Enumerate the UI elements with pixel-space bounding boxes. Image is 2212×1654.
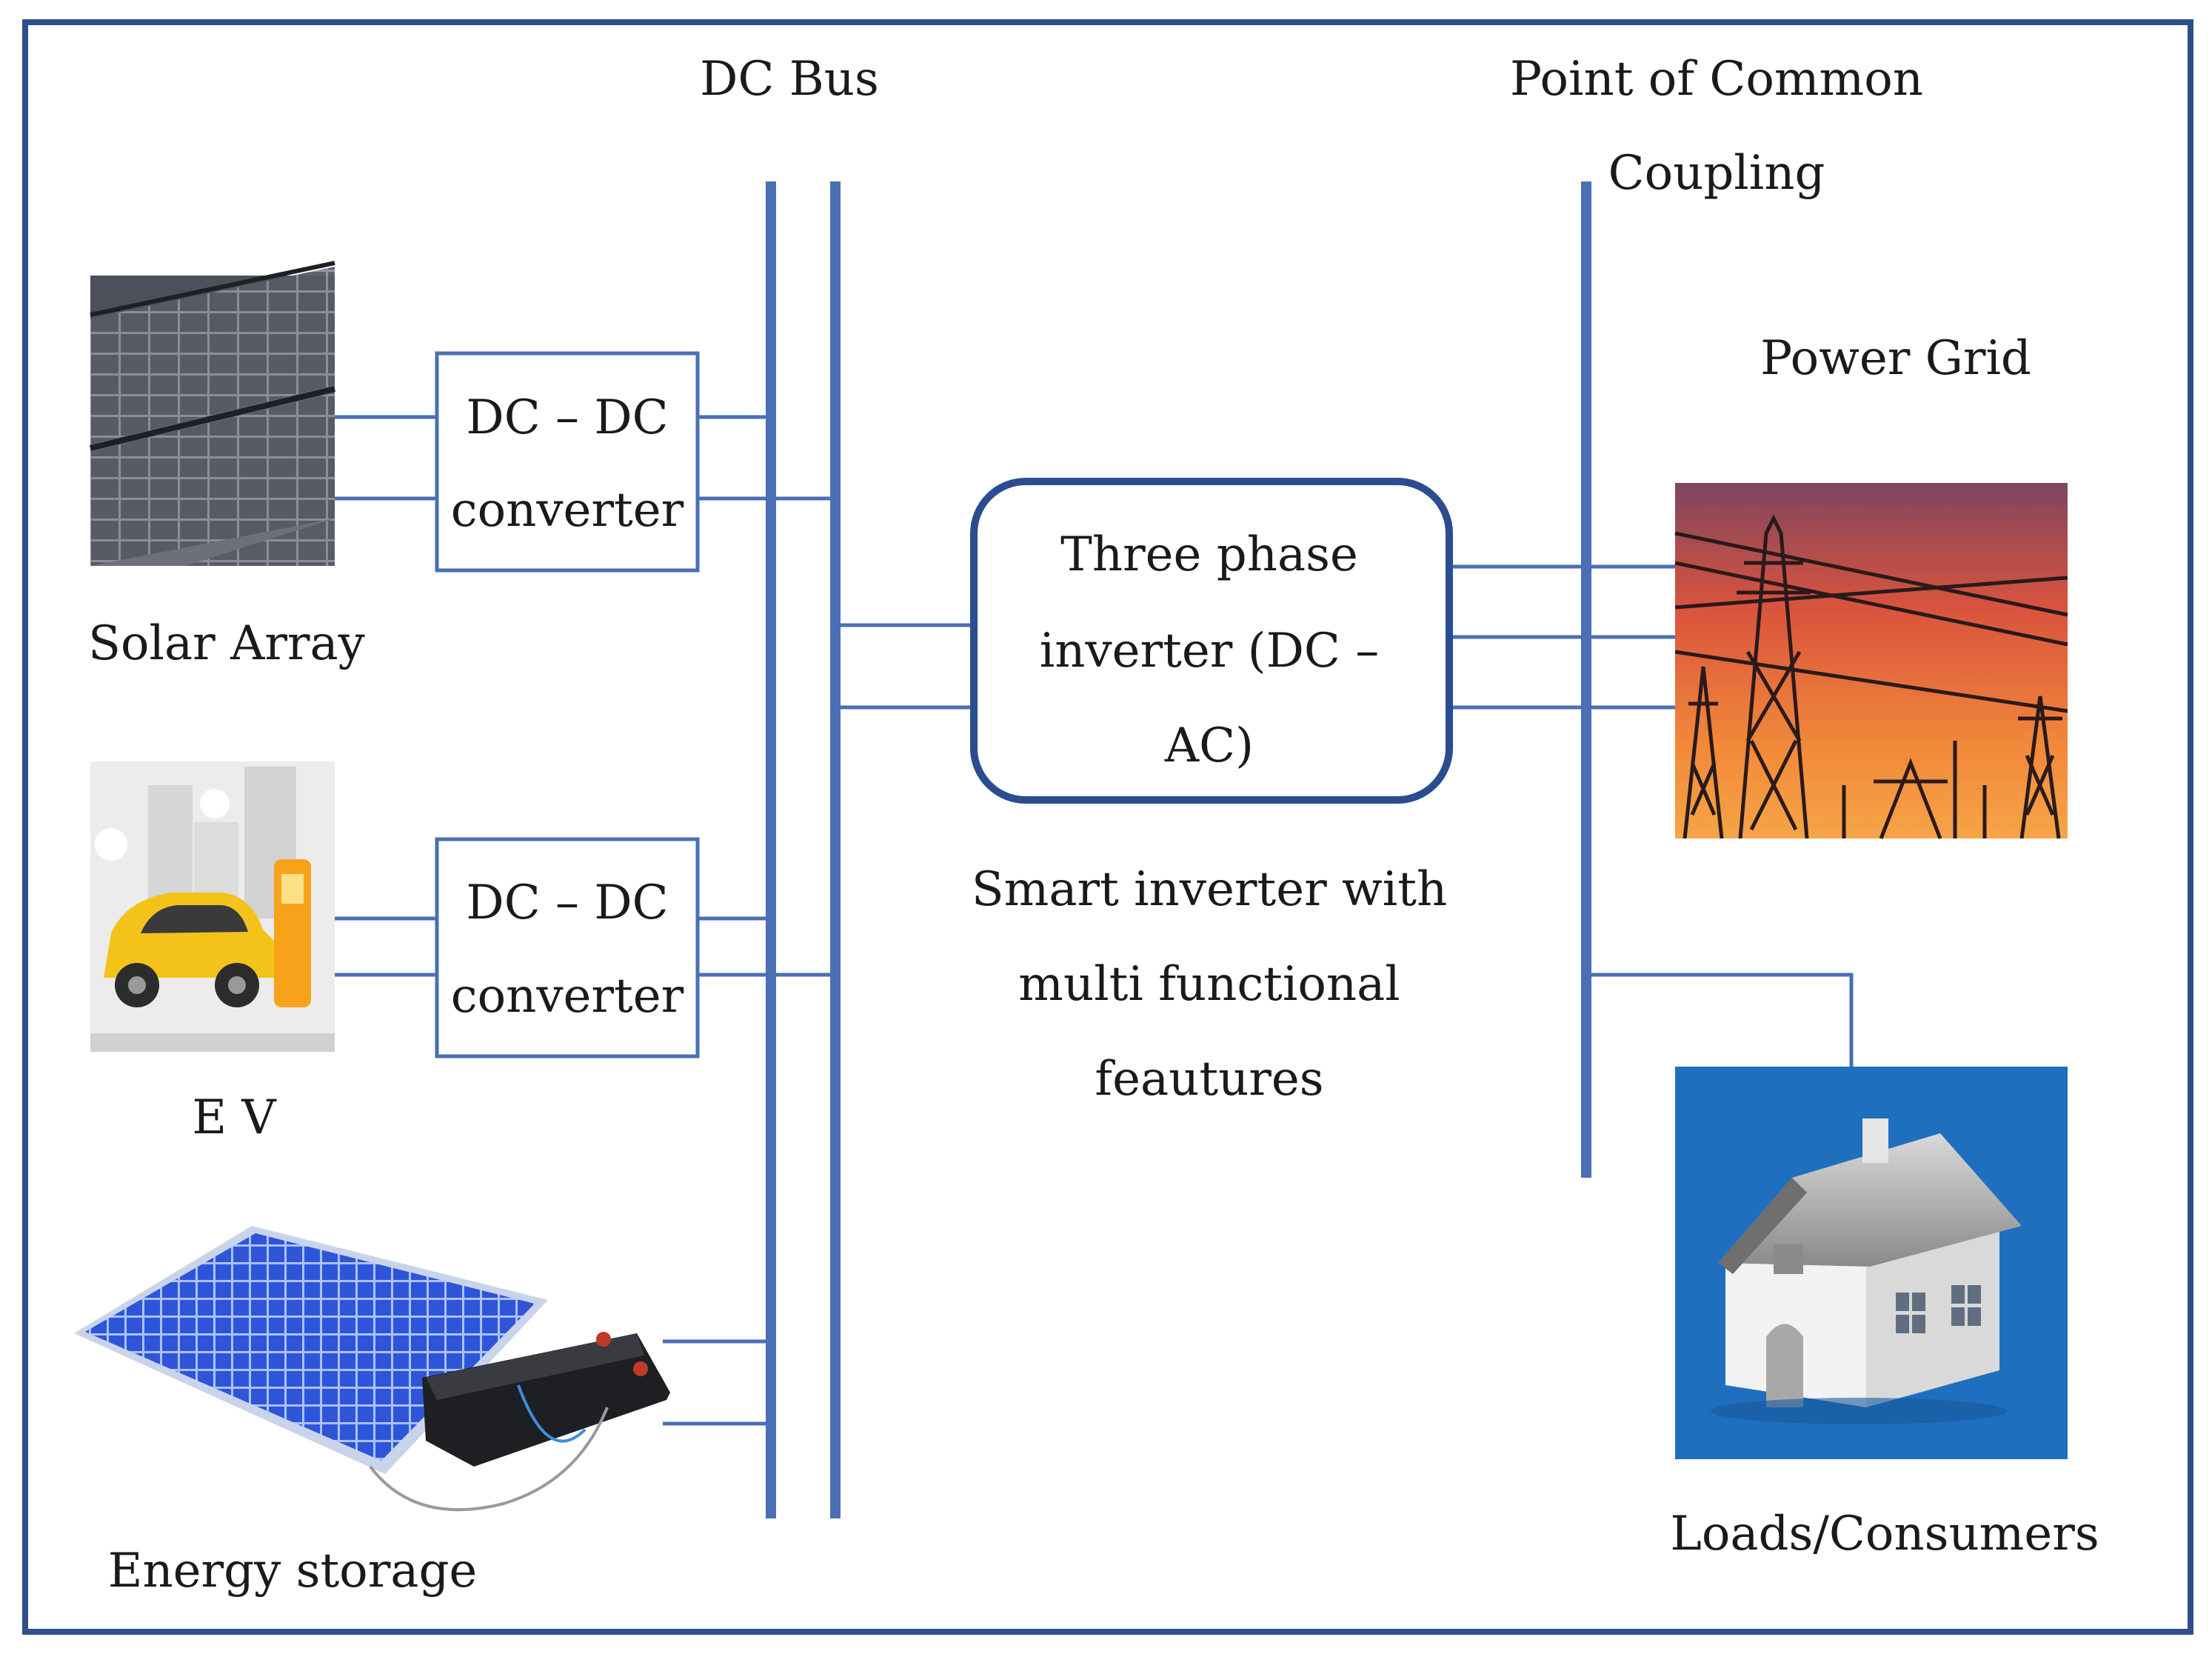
power-grid-image (1674, 483, 2068, 839)
inverter-line3: AC) (1164, 718, 1254, 773)
solar-array-label: Solar Array (88, 616, 365, 671)
ev-label: E V (192, 1090, 277, 1145)
three-phase-inverter-box (970, 478, 1453, 804)
solar-array-image (90, 261, 335, 566)
power-grid-label: Power Grid (1760, 331, 2031, 386)
ev-image (90, 761, 335, 1052)
inverter-line1: Three phase (1060, 527, 1358, 582)
pcc-label-line2: Coupling (1608, 146, 1825, 201)
dc-dc-converter-2-box (435, 837, 700, 1058)
wires (335, 415, 1854, 1426)
house-image (1675, 1067, 2068, 1459)
inverter-line2: inverter (DC – (1040, 624, 1379, 678)
energy-storage-label: Energy storage (108, 1544, 478, 1598)
loads-consumers-label: Loads/Consumers (1670, 1507, 2099, 1561)
converter-2-line1: DC – DC (466, 876, 668, 930)
smart-inverter-caption-line3: feautures (1095, 1052, 1323, 1107)
pcc-label-line1: Point of Common (1510, 52, 1923, 107)
smart-inverter-caption-line2: multi functional (1018, 957, 1400, 1012)
dc-bus-label: DC Bus (700, 52, 879, 107)
converter-1-line2: converter (451, 483, 684, 538)
converter-1-line1: DC – DC (466, 390, 668, 445)
dc-dc-converter-1-box (435, 351, 700, 573)
converter-2-line2: converter (451, 969, 684, 1024)
smart-inverter-caption-line1: Smart inverter with (972, 862, 1447, 917)
energy-storage-image (74, 1226, 670, 1512)
